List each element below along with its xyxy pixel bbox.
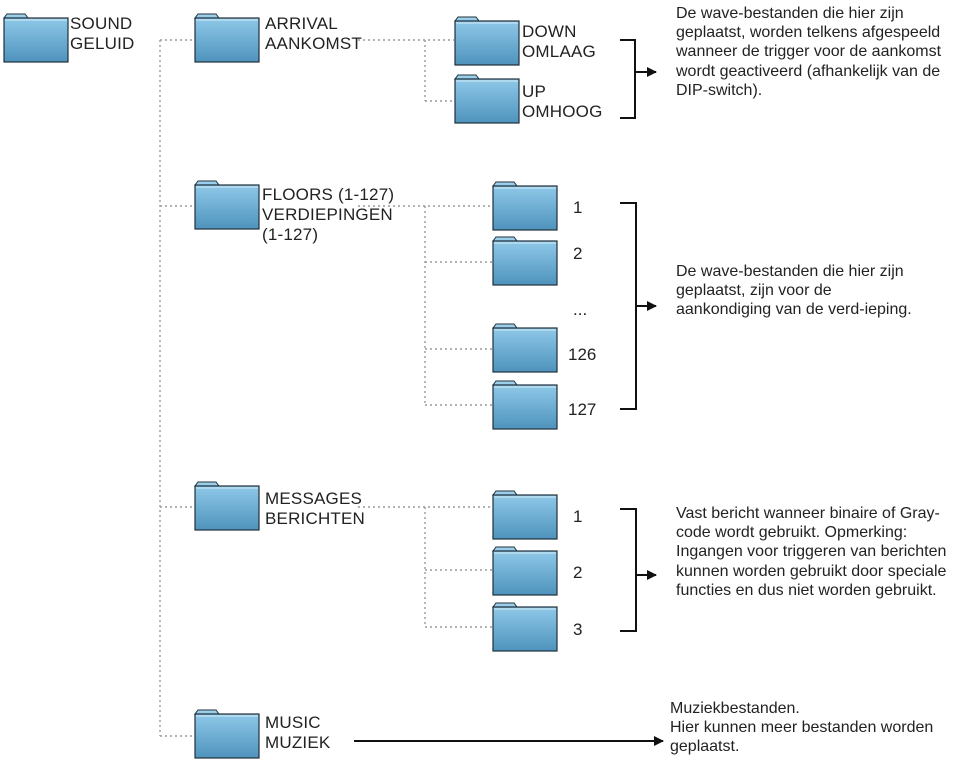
folder-icon[interactable] [194, 481, 260, 531]
folder-icon[interactable] [492, 490, 558, 540]
music-description: Muziekbestanden. Hier kunnen meer bestan… [670, 700, 934, 756]
messages-folder-label: MESSAGES BERICHTEN [265, 489, 366, 528]
folder-icon[interactable] [194, 709, 260, 759]
floor-item-1: 1 [573, 198, 583, 217]
floor-item-126: 126 [568, 345, 597, 364]
message-item-3: 3 [573, 620, 583, 639]
music-folder-label: MUSIC MUZIEK [265, 713, 331, 752]
folder-icon[interactable] [454, 16, 520, 66]
folder-icon[interactable] [492, 323, 558, 373]
root-folder-label: SOUND GELUID [70, 14, 135, 53]
folder-icon[interactable] [492, 181, 558, 231]
folder-icon[interactable] [492, 546, 558, 596]
folder-icon[interactable] [3, 13, 69, 63]
message-item-1: 1 [573, 507, 583, 526]
floors-description: De wave-bestanden die hier zijn geplaats… [676, 263, 912, 319]
up-folder-label: UP OMHOOG [522, 82, 603, 121]
floor-item-127: 127 [568, 400, 597, 419]
folder-icon[interactable] [492, 380, 558, 430]
folder-icon[interactable] [492, 602, 558, 652]
down-folder-label: DOWN OMLAAG [522, 22, 596, 61]
floors-folder-label: FLOORS (1-127) VERDIEPINGEN (1-127) [262, 185, 395, 244]
folder-icon[interactable] [194, 180, 260, 230]
arrival-folder-label: ARRIVAL AANKOMST [265, 14, 363, 53]
floor-item-ellipsis: ... [573, 300, 588, 319]
message-item-2: 2 [573, 563, 583, 582]
floor-item-2: 2 [573, 244, 583, 263]
messages-description: Vast bericht wanneer binaire of Gray-cod… [676, 505, 947, 599]
arrival-description: De wave-bestanden die hier zijn geplaats… [676, 5, 942, 99]
folder-icon[interactable] [492, 236, 558, 286]
folder-icon[interactable] [194, 13, 260, 63]
folder-icon[interactable] [454, 74, 520, 124]
